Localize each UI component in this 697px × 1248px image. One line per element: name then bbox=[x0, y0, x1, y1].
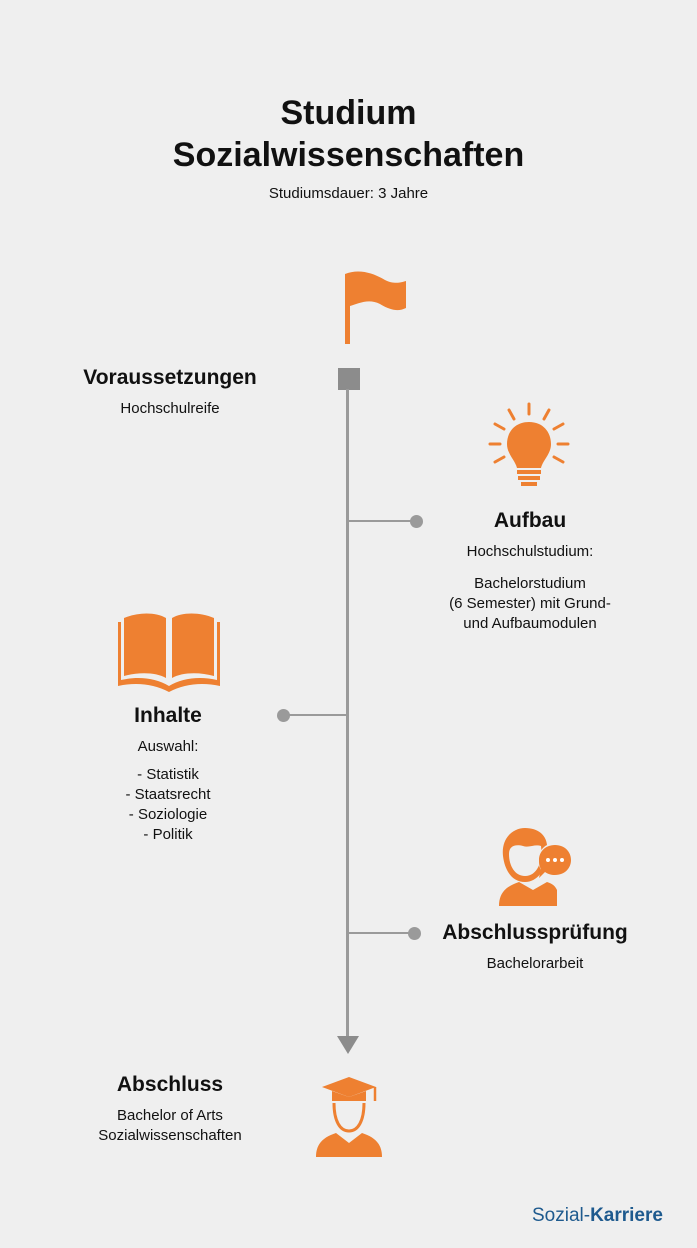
step-text: Hochschulreife bbox=[120, 400, 220, 417]
logo-part1: Sozial- bbox=[532, 1205, 591, 1226]
step-heading: Inhalte bbox=[134, 704, 202, 727]
timeline-start-marker bbox=[338, 368, 360, 390]
step-text: - Politik bbox=[143, 826, 193, 843]
connector-inhalte bbox=[284, 714, 346, 716]
step-heading: Abschluss bbox=[116, 1073, 224, 1096]
connector-dot bbox=[410, 515, 423, 528]
step-text: - Statistik bbox=[137, 766, 199, 783]
step-text: Auswahl: bbox=[137, 738, 199, 755]
step-voraussetzungen: Voraussetzungen Hochschulreife bbox=[60, 365, 280, 419]
flag-icon bbox=[345, 271, 406, 344]
connector-aufbau bbox=[349, 520, 417, 522]
title-line-1: Studium bbox=[280, 94, 417, 132]
step-text: Hochschulstudium: bbox=[466, 543, 594, 560]
step-abschlusspruefung: Abschlussprüfung Bachelorarbeit bbox=[425, 920, 645, 974]
title-line-2: Sozialwissenschaften bbox=[172, 136, 525, 174]
step-inhalte: Inhalte Auswahl: - Statistik - Staatsrec… bbox=[68, 703, 268, 845]
step-text: - Soziologie bbox=[128, 806, 208, 823]
logo-part2: Karriere bbox=[590, 1205, 663, 1226]
connector-abschlusspruefung bbox=[349, 932, 415, 934]
step-text: und Aufbaumodulen bbox=[463, 615, 597, 632]
graduate-icon bbox=[316, 1077, 382, 1157]
duration-subtitle: Studiumsdauer: 3 Jahre bbox=[268, 185, 429, 202]
step-text: Sozialwissenschaften bbox=[98, 1127, 242, 1144]
lightbulb-icon bbox=[488, 402, 570, 486]
step-text: Bachelor of Arts bbox=[117, 1107, 223, 1124]
step-text: Bachelorarbeit bbox=[486, 955, 584, 972]
step-heading: Abschlussprüfung bbox=[442, 921, 628, 944]
person-speech-icon bbox=[499, 828, 572, 906]
step-abschluss: Abschluss Bachelor of Arts Sozialwissens… bbox=[70, 1072, 270, 1146]
connector-dot bbox=[408, 927, 421, 940]
step-heading: Voraussetzungen bbox=[83, 366, 257, 389]
timeline-arrow-icon bbox=[337, 1036, 359, 1054]
step-text: - Staatsrecht bbox=[125, 786, 211, 803]
step-aufbau: Aufbau Hochschulstudium: Bachelorstudium… bbox=[430, 508, 630, 634]
step-text: (6 Semester) mit Grund- bbox=[449, 595, 611, 612]
book-icon bbox=[118, 613, 220, 692]
timeline-line bbox=[346, 389, 349, 1039]
sozial-karriere-logo: Sozial-Karriere bbox=[532, 1205, 663, 1227]
step-heading: Aufbau bbox=[493, 509, 567, 532]
page-title: Studium Sozialwissenschaften bbox=[0, 92, 697, 176]
connector-dot bbox=[277, 709, 290, 722]
step-text: Bachelorstudium bbox=[474, 575, 586, 592]
